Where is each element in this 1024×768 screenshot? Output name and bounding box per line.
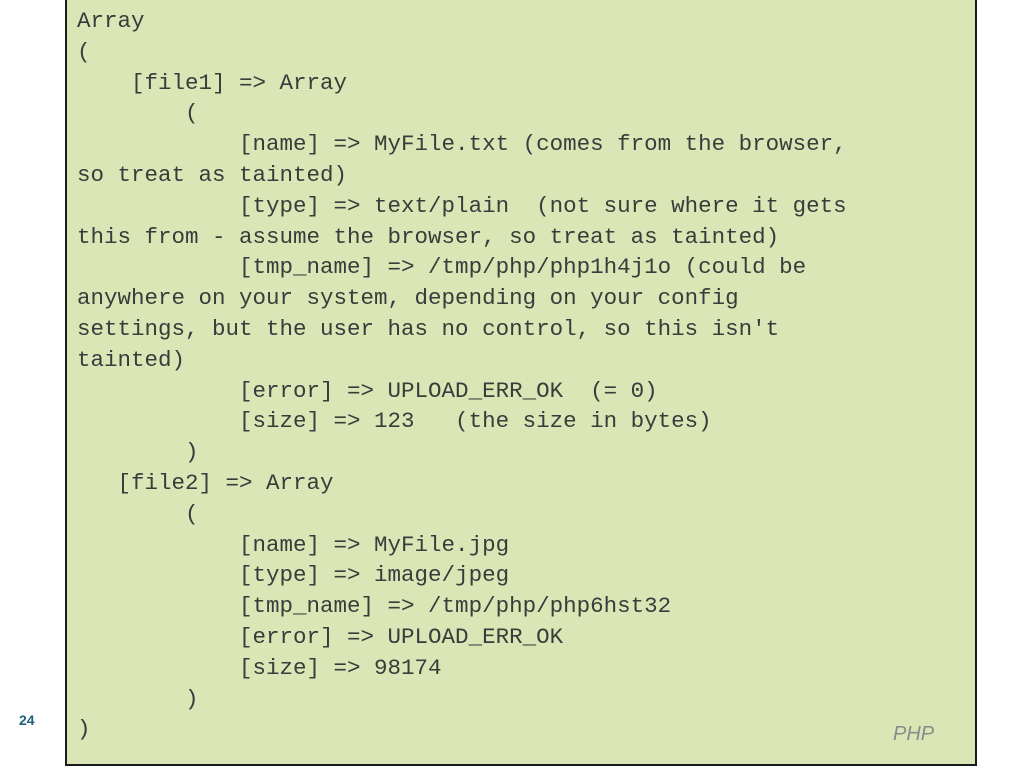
code-text: Array ( [file1] => Array ( [name] => MyFi… [77,6,847,745]
code-line: anywhere on your system, depending on yo… [77,285,739,312]
page-number: 24 [19,712,35,728]
code-line: [error] => UPLOAD_ERR_OK [77,623,564,650]
code-line: [error] => UPLOAD_ERR_OK (= 0) [77,377,658,404]
code-line: ( [77,100,199,127]
code-line: [type] => text/plain (not sure where it … [77,192,847,219]
code-line: ) [77,685,199,712]
code-line: so treat as tainted) [77,161,348,188]
code-line: Array [77,8,145,34]
footer-label: PHP [893,723,935,745]
code-line: ) [77,716,91,743]
code-line: [name] => MyFile.txt (comes from the bro… [77,131,847,158]
code-line: [file2] => Array [77,469,334,496]
code-line: [size] => 123 (the size in bytes) [77,408,712,435]
code-line: ( [77,38,91,65]
code-line: tainted) [77,346,186,373]
code-block: Array ( [file1] => Array ( [name] => MyFi… [65,0,977,766]
code-line: [size] => 98174 [77,654,442,681]
code-line: [type] => image/jpeg [77,562,510,589]
code-line: [file1] => Array [77,69,348,96]
code-line: [tmp_name] => /tmp/php/php6hst32 [77,593,672,620]
code-line: ) [77,439,199,466]
code-line: [name] => MyFile.jpg [77,531,510,558]
code-line: [tmp_name] => /tmp/php/php1h4j1o (could … [77,254,807,281]
code-line: ( [77,500,199,527]
code-line: this from - assume the browser, so treat… [77,223,780,250]
code-line: settings, but the user has no control, s… [77,315,780,342]
